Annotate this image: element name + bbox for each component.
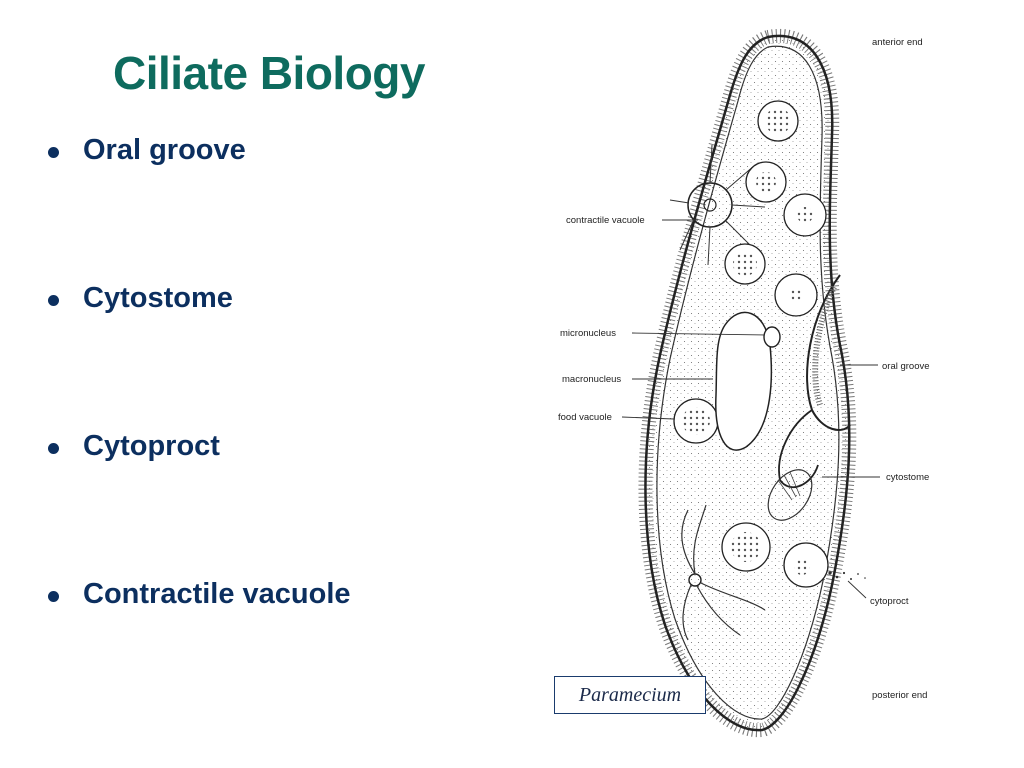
label-food-vacuole: food vacuole: [558, 412, 612, 423]
diagram-caption-box: Paramecium: [554, 676, 706, 714]
label-oral-groove: oral groove: [882, 361, 930, 372]
macronucleus-shape: [715, 311, 773, 451]
oral-groove-shape: [806, 274, 851, 431]
label-macronucleus: macronucleus: [562, 374, 621, 385]
micronucleus-shape: [763, 326, 781, 348]
label-micronucleus: micronucleus: [560, 328, 616, 339]
contractile-vacuole-posterior: [681, 504, 766, 641]
slide-title: Ciliate Biology: [113, 47, 425, 99]
bullet-text: Cytoproct: [83, 430, 220, 462]
label-anterior-end: anterior end: [872, 37, 923, 48]
diagram-caption: Paramecium: [578, 683, 682, 706]
food-vacuoles: [673, 100, 829, 588]
leader-lines: [621, 219, 880, 599]
cytoproct-discharge: [828, 571, 866, 580]
contractile-vacuole-anterior: [669, 144, 766, 266]
label-contractile-vacuole: contractile vacuole: [566, 215, 645, 226]
paramecium-illustration: anterior end contractile vacuole micronu…: [558, 28, 930, 738]
bullet-text: Cytostome: [83, 282, 233, 314]
cytostome-shape: [778, 409, 819, 489]
bullet-dot-icon: [48, 443, 59, 454]
bullet-text: Oral groove: [83, 134, 246, 166]
label-posterior-end: posterior end: [872, 690, 927, 701]
paramecium-diagram: anterior end contractile vacuole micronu…: [550, 25, 1020, 750]
bullet-dot-icon: [48, 295, 59, 306]
label-cytostome: cytostome: [886, 472, 929, 483]
bullet-dot-icon: [48, 591, 59, 602]
bullet-text: Contractile vacuole: [83, 578, 351, 610]
label-cytoproct: cytoproct: [870, 596, 909, 607]
bullet-dot-icon: [48, 147, 59, 158]
